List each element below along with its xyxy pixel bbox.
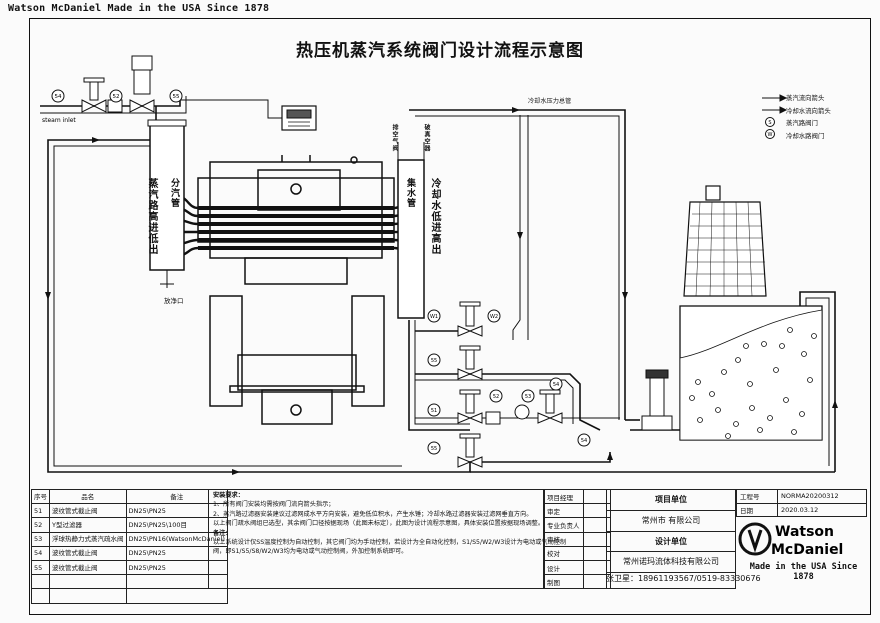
signoff-cell: 专业负责人 <box>544 517 584 533</box>
svg-text:53: 53 <box>525 394 531 400</box>
collector-label: 集水管 <box>405 178 415 208</box>
row-number: 55 <box>31 559 50 576</box>
steam-path-label: 蒸汽路高进低出 <box>146 178 157 255</box>
legend: 蒸汽流向箭头 冷却水流向箭头 蒸汽路阀门 冷却水路阀门 <box>760 92 831 142</box>
row-number: 54 <box>31 545 50 561</box>
cooling-header-pipe <box>409 109 626 420</box>
legend-symbols <box>762 94 788 139</box>
drain-label: 放净口 <box>164 297 184 305</box>
exhaust-valve-label: 排空气阀 <box>391 124 398 152</box>
row-number: 53 <box>31 531 50 547</box>
svg-text:54: 54 <box>553 382 559 388</box>
project-block: 项目单位 常州市 有限公司 设计单位 常州诺玛流体科技有限公司 <box>606 489 736 589</box>
drawing-frame <box>29 18 871 615</box>
svg-text:52: 52 <box>493 394 499 400</box>
drawing-number: NORMA20200312 <box>777 489 867 504</box>
right-valve-cluster <box>427 301 591 468</box>
table-row <box>31 574 228 590</box>
row-number: 51 <box>31 503 50 519</box>
svg-text:51: 51 <box>431 408 437 414</box>
cooling-outlet-label: 冷却水压力总管 <box>528 98 572 105</box>
signoff-table: 项目经理 审定 专业负责人 审核 校对 设计 制图 <box>544 488 611 590</box>
installation-notes: 安装要求： 1、所有阀门安装均需按阀门流向箭头指示； 2、蒸汽路过滤器安装建议过… <box>208 489 567 589</box>
legend-item: 冷却水路阀门 <box>786 131 825 140</box>
info-label: 日期 <box>736 502 778 517</box>
signoff-cell: 校对 <box>544 545 584 561</box>
row-name: 波纹管式截止阀 <box>49 503 127 519</box>
brand-header: Watson McDaniel Made in the USA Since 18… <box>8 3 270 14</box>
legend-item: 冷却水流向箭头 <box>786 106 831 115</box>
circulation-pump <box>641 369 673 431</box>
signoff-cell: 审定 <box>544 503 584 519</box>
row-name: Y型过滤器 <box>49 517 127 533</box>
heating-plates <box>198 206 394 250</box>
steam-inlet-label: steam inlet <box>42 117 76 124</box>
signoff-cell: 设计 <box>544 559 584 576</box>
made-in-tagline: Made in the USA Since 1878 <box>749 562 858 582</box>
note-line: 2、蒸汽路过滤器安装建议过滤网成水平方向安装，避免低位积水，产生水锤；冷却水路过… <box>213 510 533 518</box>
svg-text:55: 55 <box>431 446 437 452</box>
water-tank <box>679 305 823 441</box>
legend-item: 蒸汽流向箭头 <box>786 94 825 102</box>
note-line: 以上系统设计仅SS温度控制为自动控制，其它阀门均为手动控制，若设计为全自动化控制… <box>213 539 567 547</box>
design-unit: 常州诺玛流体科技有限公司 <box>607 552 735 574</box>
temperature-controller <box>281 105 317 131</box>
logo-word-2: McDaniel <box>771 542 843 558</box>
cooling-tower <box>683 185 767 297</box>
row-number: 52 <box>31 517 50 533</box>
design-label: 设计单位 <box>607 532 735 553</box>
notes-heading: 安装要求： <box>213 492 244 499</box>
project-label: 项目单位 <box>607 490 735 511</box>
row-name: 波纹管式截止阀 <box>49 545 127 561</box>
vacuum-breaker-label: 破真空器 <box>423 124 430 152</box>
remarks-heading: 备注： <box>213 529 232 537</box>
watson-mcdaniel-logo: Watson McDaniel <box>738 522 843 558</box>
header-cell: 序号 <box>31 488 50 505</box>
signoff-cell: 审核 <box>544 531 584 547</box>
legend-item: 蒸汽路阀门 <box>786 119 818 127</box>
drawing-title: 热压机蒸汽系统阀门设计流程示意图 <box>296 41 584 61</box>
note-line: 阀，即S1/S5/S8/W2/W3均为电动或气动控制阀，外加控制系统即可。 <box>213 548 408 556</box>
svg-text:54: 54 <box>581 438 587 444</box>
row-name: 浮球热静力式蒸汽疏水阀 <box>49 531 127 547</box>
logo-word-1: Watson <box>775 524 834 540</box>
signoff-cell: 项目经理 <box>544 488 584 505</box>
table-header-row: 序号 品名 备注 <box>31 488 228 505</box>
contact-line: 张卫星：18961193567/0519-83330676 <box>606 574 761 583</box>
svg-text:S: S <box>768 120 771 126</box>
project-unit: 常州市 有限公司 <box>607 511 735 532</box>
cooling-water-label: 冷却水低进高出 <box>429 178 440 255</box>
svg-text:54: 54 <box>55 94 62 100</box>
svg-text:55: 55 <box>173 94 180 100</box>
svg-text:W1: W1 <box>430 314 438 320</box>
svg-text:W: W <box>768 132 773 138</box>
signoff-cell: 制图 <box>544 574 584 590</box>
svg-text:52: 52 <box>113 94 120 100</box>
note-line: 1、所有阀门安装均需按阀门流向箭头指示； <box>213 501 335 509</box>
inlet-valve-group <box>51 55 183 113</box>
splitter-label: 分汽管 <box>169 178 179 208</box>
drawing-date: 2020.03.12 <box>777 502 867 517</box>
info-label: 工程号 <box>736 489 778 504</box>
note-line: 以上阀门疏水阀组已选型，其余阀门口径按据现场（此图未标定），此图为设计流程示意图… <box>213 520 545 528</box>
flow-arrows <box>45 107 838 475</box>
table-row <box>31 588 228 604</box>
svg-text:55: 55 <box>431 358 437 364</box>
collector-tube <box>397 159 425 319</box>
row-name: 波纹管式截止阀 <box>49 559 127 576</box>
header-cell: 品名 <box>49 488 127 505</box>
svg-text:W2: W2 <box>490 314 498 320</box>
steam-loop-pipe <box>47 139 408 473</box>
hot-press-machine <box>197 155 395 425</box>
